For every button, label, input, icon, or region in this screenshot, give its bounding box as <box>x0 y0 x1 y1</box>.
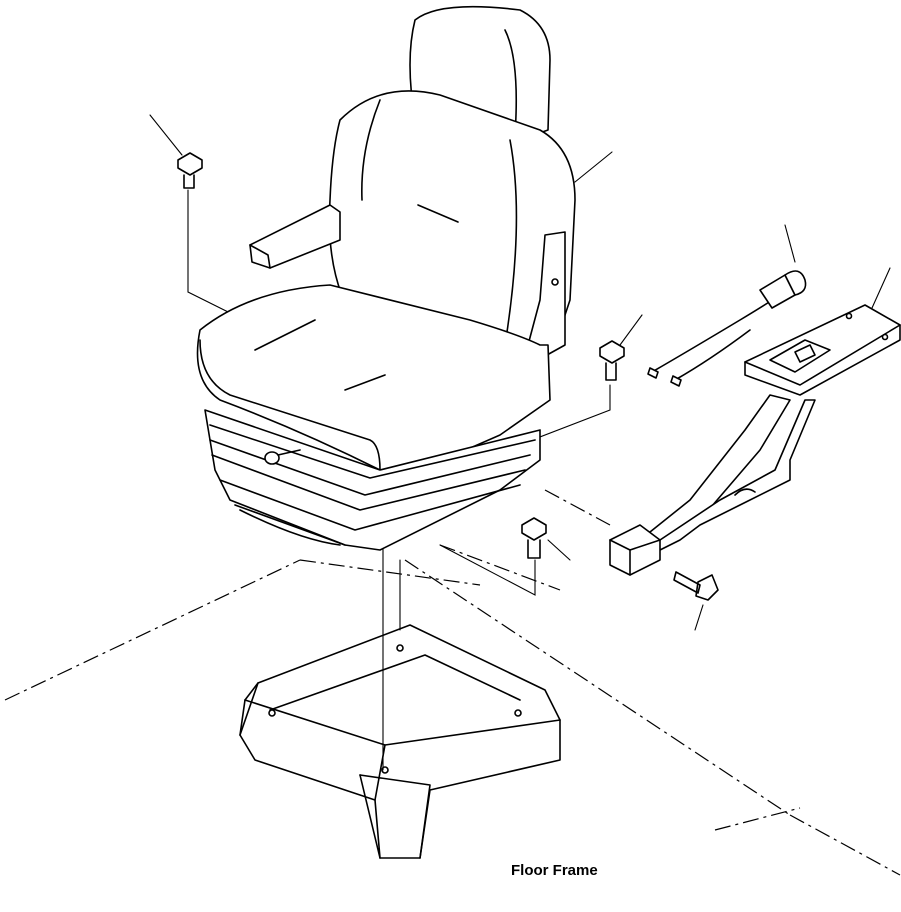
adjust-lever-knob <box>264 451 280 465</box>
bolt-bracket <box>673 571 719 631</box>
wire-harness <box>647 224 807 387</box>
operator-seat <box>196 5 576 551</box>
floor-riser <box>239 624 561 859</box>
leader-seat <box>574 151 613 183</box>
floor-frame-outline <box>4 489 901 876</box>
bolt-front <box>521 517 571 561</box>
floor-frame-label: Floor Frame <box>511 862 598 879</box>
bolt-rear-right <box>599 314 643 381</box>
bolt-rear-left <box>149 114 203 189</box>
mounting-bracket <box>609 267 901 576</box>
armrest <box>249 204 341 269</box>
